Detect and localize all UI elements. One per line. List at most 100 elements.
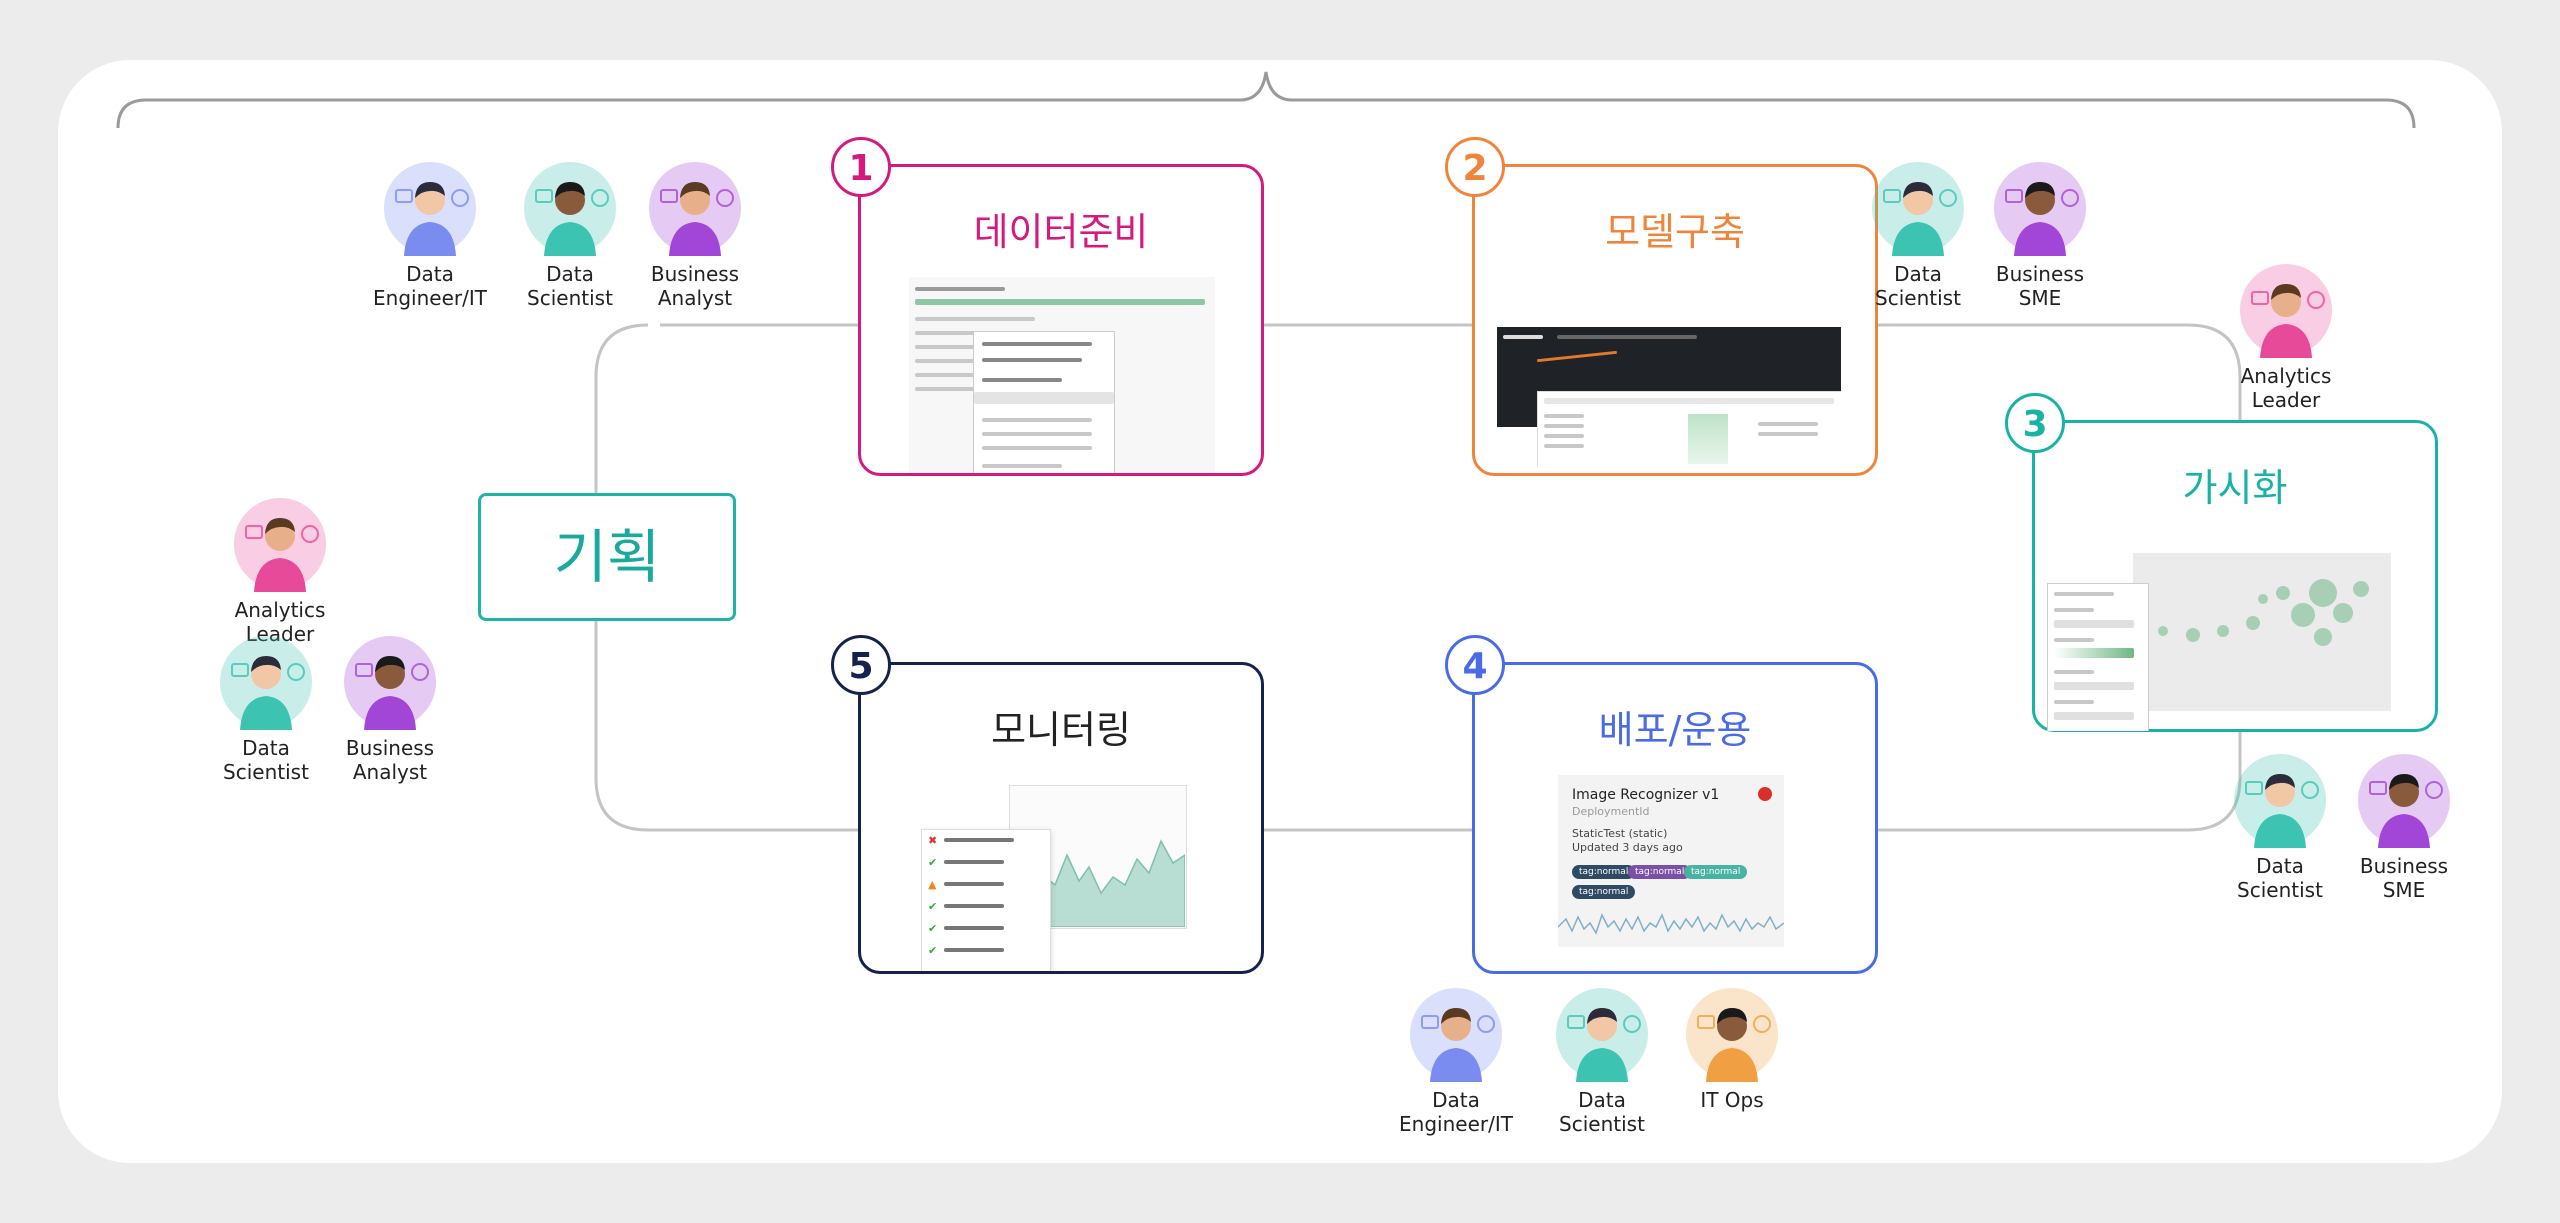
deployment-title: Image Recognizer v1 <box>1572 787 1720 803</box>
deployment-type: StaticTest (static) <box>1572 827 1668 840</box>
status-indicator <box>1758 787 1772 801</box>
step-title: 모니터링 <box>991 708 1131 752</box>
step-number: 4 <box>1445 635 1505 695</box>
persona-label-line2: Analyst <box>657 286 733 310</box>
tag-badge: tag:normal <box>1684 865 1748 879</box>
step-number: 5 <box>831 635 891 695</box>
data-scientist-avatar <box>2232 752 2328 848</box>
visualization-screenshot <box>2047 553 2397 731</box>
business-analyst-avatar <box>342 634 438 730</box>
persona-label-line1: Data <box>1578 1088 1626 1112</box>
persona-label-line2: Scientist <box>2237 878 2323 902</box>
persona-label-line2: Engineer/IT <box>1399 1112 1513 1136</box>
persona: Analytics Leader <box>2216 262 2356 412</box>
it-ops-avatar <box>1684 986 1780 1082</box>
step-title: 데이터준비 <box>973 210 1149 254</box>
planning-box: 기획 <box>478 493 736 621</box>
data-scientist-avatar <box>218 634 314 730</box>
persona-label-line1: Business <box>1995 262 2085 286</box>
tag-badge: tag:normal <box>1628 865 1692 879</box>
persona-label-line2: Scientist <box>527 286 613 310</box>
step-title: 모델구축 <box>1605 210 1745 254</box>
persona: Analytics Leader <box>210 496 350 646</box>
planning-label: 기획 <box>553 523 661 591</box>
persona-label-line1: Analytics Leader <box>234 598 326 646</box>
persona-label-line2: Scientist <box>1559 1112 1645 1136</box>
persona-label-line1: Data <box>546 262 594 286</box>
business-analyst-avatar <box>647 160 743 256</box>
persona-label-line1: Data <box>406 262 454 286</box>
data-engineer-avatar <box>382 160 478 256</box>
persona-label-line2: Analyst <box>352 760 428 784</box>
step-visualization: 3 가시화 <box>2005 393 2438 732</box>
persona: IT Ops <box>1662 986 1802 1112</box>
persona-label: Analytics Leader <box>2216 364 2356 412</box>
sparkline <box>1558 913 1784 935</box>
tag-badge: tag:normal <box>1572 885 1636 899</box>
persona-label: Analytics Leader <box>210 598 350 646</box>
analytics-leader-avatar <box>2238 262 2334 358</box>
persona-label-line2: Scientist <box>1875 286 1961 310</box>
step-monitoring: 5 모니터링 ✖ ✔ ▲ ✔ ✔ ✔ <box>831 635 1264 974</box>
persona-label-line1: Data <box>1894 262 1942 286</box>
step-title: 배포/운용 <box>1598 708 1752 752</box>
step-title: 가시화 <box>2182 466 2288 510</box>
top-bracket <box>116 71 2416 129</box>
persona-label-line2: Scientist <box>223 760 309 784</box>
business-sme-avatar <box>1992 160 2088 256</box>
deployment-updated: Updated 3 days ago <box>1572 841 1683 854</box>
deployment-id-label: DeploymentId <box>1572 805 1650 818</box>
persona-label-line1: Business <box>650 262 740 286</box>
persona-label-line2: SME <box>2018 286 2062 310</box>
step-data-prep: 1 데이터준비 <box>831 137 1264 476</box>
step-model-build: 2 모델구축 <box>1445 137 1878 476</box>
data-scientist-avatar <box>1554 986 1650 1082</box>
step-number: 1 <box>831 137 891 197</box>
persona-label-line2: Engineer/IT <box>373 286 487 310</box>
persona-label-line1: Business <box>345 736 435 760</box>
persona-label-line1: Data <box>242 736 290 760</box>
persona-label: IT Ops <box>1662 1088 1802 1112</box>
step-number: 2 <box>1445 137 1505 197</box>
persona-label-line1: Data <box>1432 1088 1480 1112</box>
tag-badge: tag:normal <box>1572 865 1636 879</box>
analytics-leader-avatar <box>232 496 328 592</box>
persona-label-line1: Business <box>2359 854 2449 878</box>
deployment-card: Image Recognizer v1 DeploymentId StaticT… <box>1558 775 1784 947</box>
monitoring-screenshot: ✖ ✔ ▲ ✔ ✔ ✔ <box>921 785 1215 971</box>
data-scientist-avatar <box>522 160 618 256</box>
model-build-screenshot <box>1497 327 1841 467</box>
persona-label-line1: Data <box>2256 854 2304 878</box>
business-sme-avatar <box>2356 752 2452 848</box>
step-number: 3 <box>2005 393 2065 453</box>
data-engineer-avatar <box>1408 986 1504 1082</box>
persona-label-line1: Analytics Leader <box>2240 364 2332 412</box>
persona-label-line1: IT Ops <box>1700 1088 1764 1112</box>
data-prep-screenshot <box>909 277 1215 473</box>
persona-label-line2: SME <box>2382 878 2426 902</box>
data-scientist-avatar <box>1870 160 1966 256</box>
